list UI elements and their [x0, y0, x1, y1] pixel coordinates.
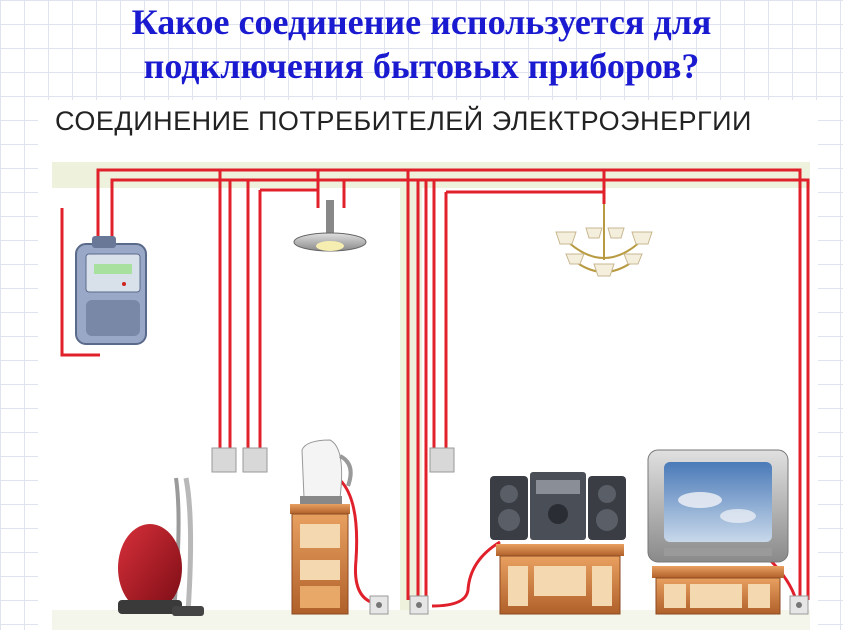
floor-strip — [52, 610, 810, 630]
tv-icon — [647, 449, 789, 563]
vacuum-cleaner-icon — [118, 477, 204, 616]
cabinet-icon — [290, 504, 350, 615]
wires — [60, 168, 810, 608]
slide-title-line-2: подключения бытовых приборов? — [143, 46, 700, 86]
kettle-cord — [338, 478, 379, 606]
chandelier-icon — [555, 204, 653, 277]
electric-kettle-icon — [300, 439, 353, 504]
wire-switch-2b — [258, 188, 318, 450]
socket-icon — [369, 595, 809, 615]
cabinet-icon — [496, 544, 624, 615]
electric-meter-icon — [75, 236, 147, 345]
wire-phase — [96, 168, 802, 600]
cabinet-icon — [652, 566, 784, 615]
ceiling-lamp-icon — [293, 200, 367, 252]
wire-neutral — [110, 178, 810, 600]
diagram-caption: СОЕДИНЕНИЕ ПОТРЕБИТЕЛЕЙ ЭЛЕКТРОЭНЕРГИИ — [55, 106, 752, 136]
slide-title-line-1: Какое соединение используется для — [131, 2, 712, 42]
ceiling-strip — [52, 162, 810, 188]
slide-title: Какое соединение используется для подклю… — [0, 0, 843, 88]
stereo-system-icon — [490, 472, 626, 540]
wire-switch-3b — [444, 190, 604, 450]
wall-switch-icon — [211, 447, 455, 473]
stereo-cord — [431, 540, 501, 608]
wire-inlet — [60, 208, 100, 357]
